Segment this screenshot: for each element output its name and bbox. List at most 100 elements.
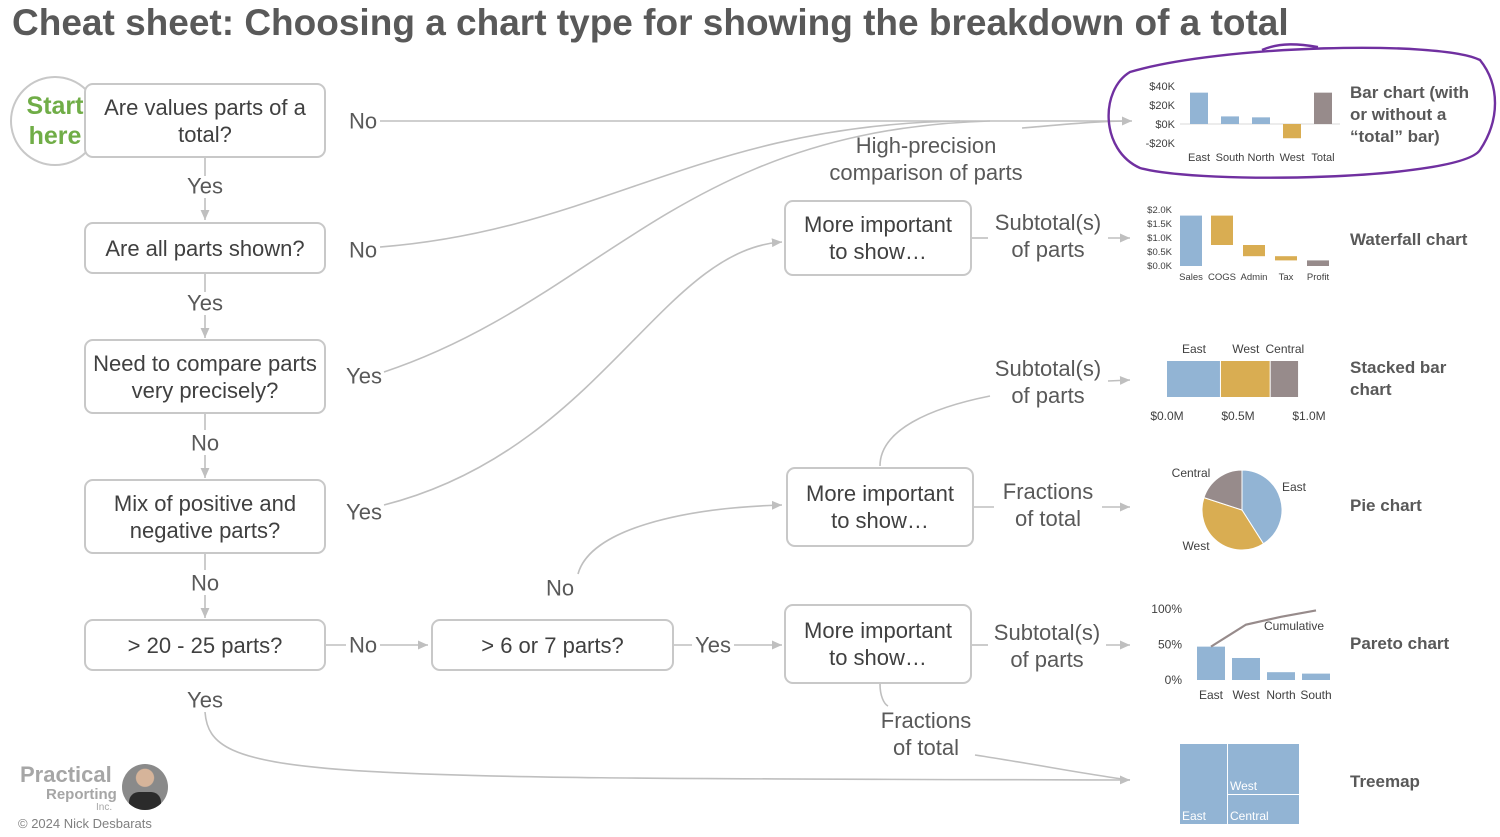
question-over-6-parts[interactable]: > 6 or 7 parts? (431, 619, 674, 671)
pareto-ytick: 50% (1158, 638, 1182, 652)
pareto-cumulative-line (1210, 609, 1317, 648)
treemap-label: Central (1230, 809, 1269, 823)
bar-mark (1283, 124, 1301, 139)
edge-label-q1-no: No (348, 108, 378, 134)
chart-name-pie[interactable]: Pie chart (1350, 496, 1422, 515)
question-all-parts-shown[interactable]: Are all parts shown? (84, 222, 326, 274)
stacked-label: East (1182, 342, 1207, 356)
waterfall-xtick: COGS (1208, 272, 1236, 283)
pareto-xtick: East (1199, 688, 1224, 702)
question-over-20-parts[interactable]: > 20 - 25 parts? (84, 619, 326, 671)
question-compare-precisely[interactable]: Need to compare parts very precisely? (84, 339, 326, 414)
waterfall-mark (1243, 245, 1265, 257)
waterfall-xtick: Admin (1241, 272, 1268, 283)
waterfall-xtick: Tax (1279, 272, 1294, 283)
pareto-bar (1232, 657, 1260, 680)
bar-xtick: North (1248, 152, 1275, 164)
waterfall-xtick: Profit (1307, 272, 1330, 283)
pareto-xtick: North (1266, 688, 1295, 702)
stacked-xtick: $0.0M (1150, 409, 1183, 423)
bar-mark (1314, 92, 1332, 124)
bar-ytick: -$20K (1146, 138, 1176, 150)
treemap-label: West (1230, 779, 1258, 793)
chart-name-treemap[interactable]: Treemap (1350, 772, 1420, 791)
waterfall-ytick: $1.5K (1147, 219, 1172, 230)
edge-label-q6-yes: Yes (695, 632, 731, 658)
connector-q2-no (379, 120, 961, 248)
edge-label-q5-no: No (348, 632, 378, 658)
chart-name-waterfall[interactable]: Waterfall chart (1350, 230, 1468, 249)
waterfall-mark (1307, 260, 1329, 266)
connector-m2-subtotals (1107, 375, 1131, 385)
edge-label-m3-fractions: Fractions of total (880, 708, 972, 760)
edge-label-m3-subtotals: Subtotal(s) of parts (993, 620, 1101, 672)
question-parts-of-total[interactable]: Are values parts of a total? (84, 83, 326, 158)
edge-label-q3-no: No (190, 430, 220, 456)
connector-m3-fractions (974, 754, 1131, 781)
more-important-node-1[interactable]: More important to show… (784, 200, 972, 276)
connector-q6-no (577, 500, 783, 575)
highlight-ellipse (1107, 46, 1497, 179)
edge-label-q6-no: No (545, 575, 575, 601)
pie-slice (1203, 469, 1243, 511)
pareto-cumulative-label: Cumulative (1264, 619, 1324, 633)
waterfall-ytick: $2.0K (1147, 205, 1172, 216)
waterfall-ytick: $0.0K (1147, 261, 1172, 272)
logo-inc: Inc. (96, 802, 113, 813)
pareto-bar (1267, 672, 1295, 680)
connector-q3-yes (383, 120, 991, 373)
pie-label: West (1182, 539, 1210, 553)
waterfall-ytick: $1.0K (1147, 233, 1172, 244)
edge-label-q2-yes: Yes (187, 290, 223, 316)
treemap-tile (1228, 744, 1299, 794)
edge-label-q1-yes: Yes (187, 173, 223, 199)
bar-xtick: West (1280, 152, 1305, 164)
stacked-label: West (1232, 342, 1260, 356)
pie-slice (1201, 497, 1265, 551)
pareto-xtick: South (1300, 688, 1331, 702)
connector-q5-yes (204, 711, 1131, 785)
stacked-segment (1270, 361, 1299, 397)
connector-m2-up (879, 395, 991, 467)
pareto-xtick: West (1232, 688, 1260, 702)
more-important-node-3[interactable]: More important to show… (784, 604, 972, 684)
bar-mark (1221, 116, 1239, 124)
chart-name-stacked-bar[interactable]: Stacked bar chart (1350, 358, 1447, 399)
edge-label-q3-yes: Yes (346, 363, 382, 389)
stacked-label: Central (1266, 342, 1305, 356)
edge-label-q2-no: No (348, 237, 378, 263)
edge-label-m2-subtotals: Subtotal(s) of parts (994, 356, 1102, 408)
bar-mark (1190, 92, 1208, 124)
pareto-ytick: 100% (1151, 602, 1182, 616)
author-avatar (122, 764, 168, 810)
question-positive-negative[interactable]: Mix of positive and negative parts? (84, 479, 326, 554)
more-important-node-2[interactable]: More important to show… (786, 467, 974, 547)
bar-xtick: East (1188, 152, 1210, 164)
treemap-label: East (1182, 809, 1207, 823)
highlight-underline (1261, 43, 1319, 52)
chart-name-pareto[interactable]: Pareto chart (1350, 634, 1450, 653)
stacked-segment (1167, 361, 1220, 397)
bar-xtick: Total (1311, 152, 1334, 164)
connector-high-precision (1021, 120, 1131, 129)
stacked-xtick: $1.0M (1292, 409, 1325, 423)
pareto-ytick: 0% (1165, 673, 1183, 687)
pie-label: East (1282, 480, 1307, 494)
bar-ytick: $20K (1149, 100, 1175, 112)
connector-m3-down (879, 683, 889, 707)
bar-mark (1252, 117, 1270, 124)
pareto-bar (1302, 673, 1330, 680)
waterfall-xtick: Sales (1179, 272, 1203, 283)
pie-label: Central (1172, 466, 1211, 480)
chart-name-bar[interactable]: Bar chart (with or without a “total” bar… (1350, 83, 1470, 146)
logo-practical: Practical (20, 762, 112, 787)
pareto-bar (1197, 646, 1225, 680)
treemap-tile (1228, 795, 1299, 824)
waterfall-mark (1180, 215, 1202, 266)
connector-q4-yes (383, 238, 783, 506)
treemap-tile (1180, 744, 1227, 824)
bar-xtick: South (1216, 152, 1245, 164)
copyright: © 2024 Nick Desbarats (18, 816, 152, 831)
